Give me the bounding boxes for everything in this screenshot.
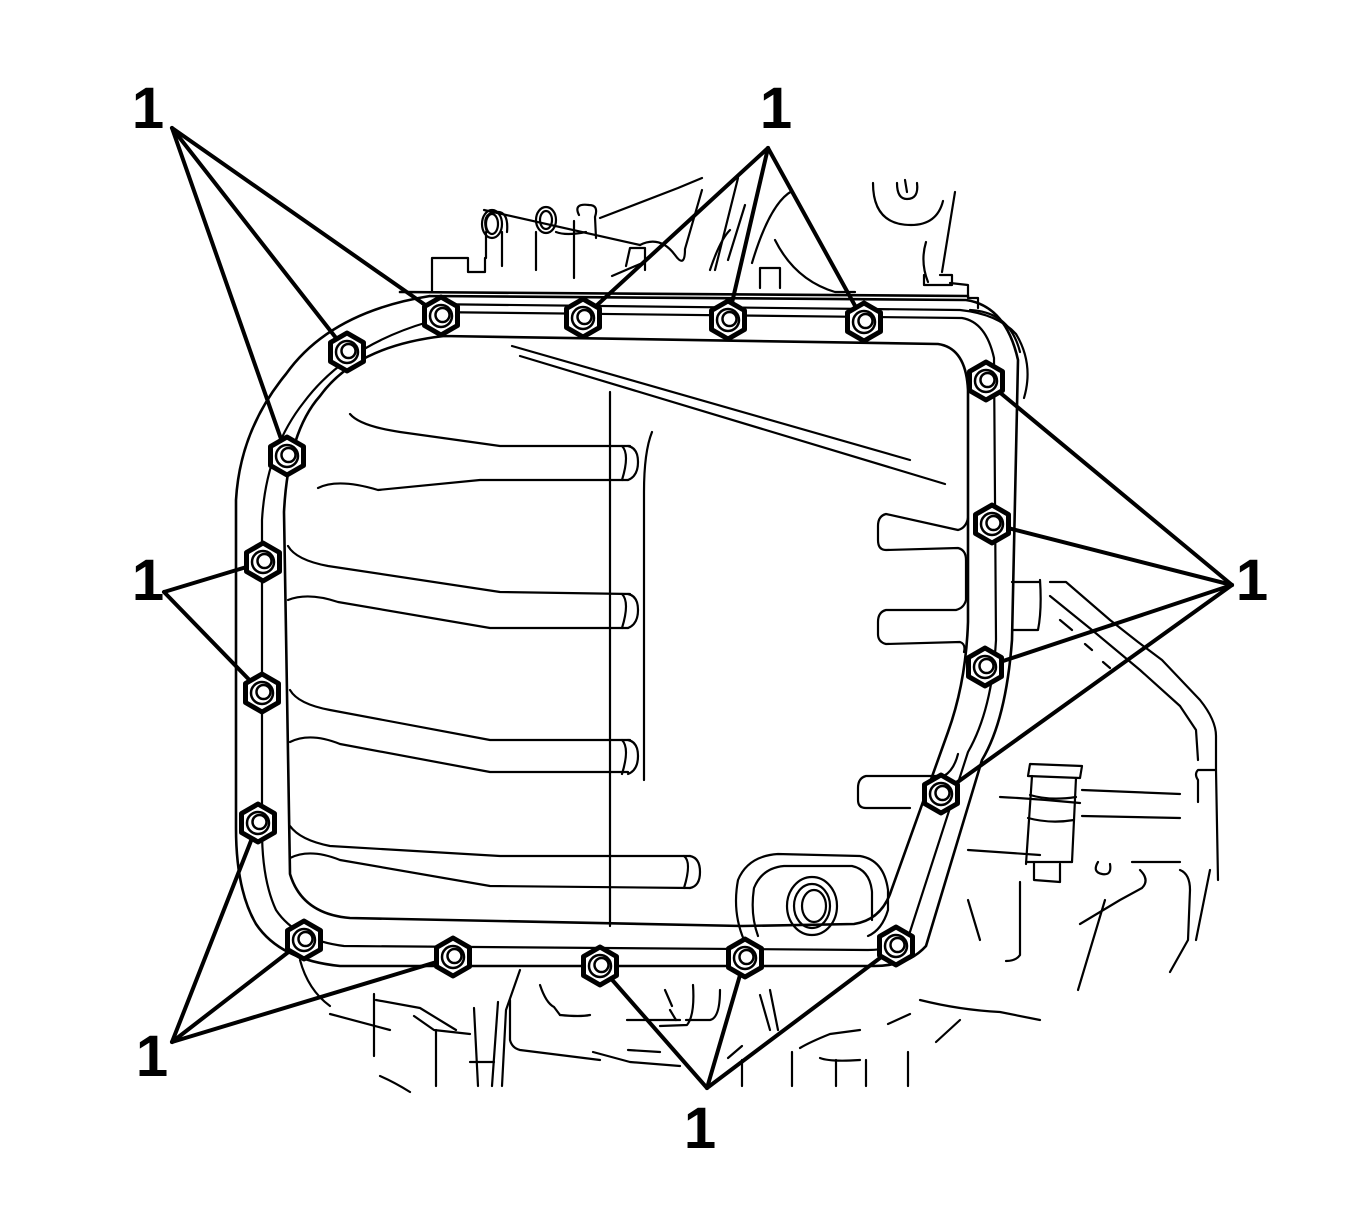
bolt-icon xyxy=(967,359,1005,403)
leader-line xyxy=(766,146,866,324)
callout-leader-lines xyxy=(162,126,1234,1090)
leader-line xyxy=(726,146,770,322)
leader-line xyxy=(170,955,455,1044)
leader-line xyxy=(598,964,709,1090)
callout-labels: 1 1 1 1 1 1 xyxy=(132,76,1268,1161)
leader-line xyxy=(705,956,747,1090)
bolt-icon xyxy=(422,294,460,338)
leader-line xyxy=(170,938,306,1044)
leader-line xyxy=(939,583,1234,796)
callout-label-top-left: 1 xyxy=(132,76,164,141)
leader-line xyxy=(581,146,770,320)
leader-line xyxy=(990,522,1234,587)
bolt-icon xyxy=(709,298,747,342)
leader-line xyxy=(984,379,1234,587)
leader-line xyxy=(170,821,260,1044)
bolt-icon xyxy=(922,772,960,816)
leader-line xyxy=(983,583,1234,669)
bolt-icon xyxy=(564,296,602,340)
leader-line xyxy=(162,590,264,695)
leader-line xyxy=(170,126,349,354)
pan-bolts xyxy=(239,294,1011,988)
bolt-icon xyxy=(845,300,883,344)
bolt-icon xyxy=(973,502,1011,546)
callout-label-bottom-left: 1 xyxy=(136,1024,168,1089)
bolt-icon xyxy=(244,540,282,584)
bolt-icon xyxy=(877,924,915,968)
bolt-icon xyxy=(328,330,366,374)
bolt-icon xyxy=(243,671,281,715)
callout-label-bottom-center: 1 xyxy=(684,1096,716,1161)
leader-line xyxy=(705,944,898,1090)
leader-line xyxy=(170,126,289,458)
bolt-icon xyxy=(726,936,764,980)
transmission-housing xyxy=(298,176,1220,1094)
callout-label-left: 1 xyxy=(132,548,164,613)
bolt-icon xyxy=(581,944,619,988)
bolt-icon xyxy=(239,801,277,845)
callout-label-top-center: 1 xyxy=(760,76,792,141)
bolt-icon xyxy=(966,645,1004,689)
leader-line xyxy=(170,126,443,318)
callout-label-right: 1 xyxy=(1236,548,1268,613)
oil-pan xyxy=(234,294,1020,968)
bolt-icon xyxy=(434,935,472,979)
bolt-icon xyxy=(285,918,323,962)
bolt-icon xyxy=(268,434,306,478)
